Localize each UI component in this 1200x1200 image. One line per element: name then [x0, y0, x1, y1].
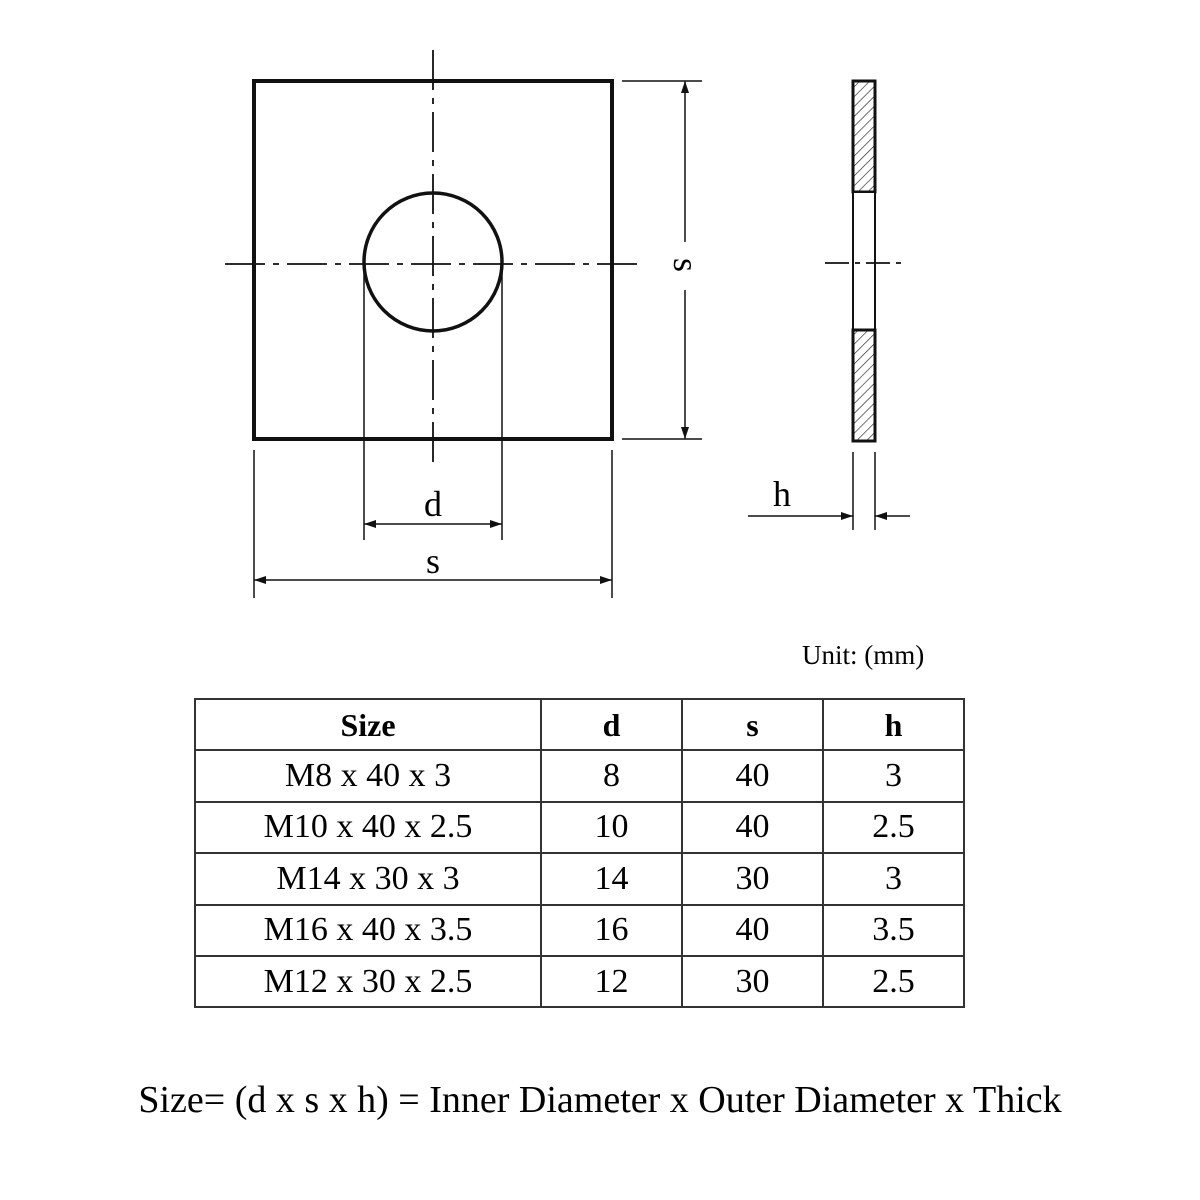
- unit-label: Unit: (mm): [802, 640, 925, 670]
- header-d: d: [540, 697, 683, 752]
- table-header-row: Size d s h: [194, 697, 965, 752]
- header-s: s: [681, 697, 824, 752]
- h-dimension: h: [748, 452, 910, 530]
- cell-d: 12: [540, 954, 683, 1009]
- cell-s: 40: [681, 800, 824, 855]
- cell-d: 16: [540, 903, 683, 957]
- s-bottom-dimension: s: [253, 450, 613, 598]
- cell-s: 30: [681, 954, 824, 1009]
- cell-s: 30: [681, 852, 824, 906]
- size-formula: Size= (d x s x h) = Inner Diameter x Out…: [138, 1079, 1062, 1121]
- s-right-dimension: s: [622, 80, 706, 440]
- d-label: d: [424, 484, 442, 524]
- header-h: h: [822, 697, 965, 752]
- cell-d: 8: [540, 749, 683, 803]
- front-view: [225, 50, 642, 468]
- s-bottom-label: s: [426, 541, 440, 581]
- table-row: M14 x 30 x 3 14 30 3: [194, 852, 965, 906]
- cell-h: 2.5: [822, 800, 965, 855]
- cell-size: M16 x 40 x 3.5: [194, 903, 542, 957]
- cell-s: 40: [681, 903, 824, 957]
- cell-h: 3: [822, 749, 965, 803]
- cell-size: M8 x 40 x 3: [194, 749, 542, 803]
- cell-h: 3.5: [822, 903, 965, 957]
- h-label: h: [773, 474, 791, 514]
- upper-section-hatch: [851, 79, 877, 194]
- cell-size: M12 x 30 x 2.5: [194, 954, 542, 1009]
- hole-gap: [852, 191, 876, 331]
- header-size: Size: [194, 697, 542, 752]
- side-view: [825, 79, 902, 443]
- cell-h: 2.5: [822, 954, 965, 1009]
- table-row: M12 x 30 x 2.5 12 30 2.5: [194, 954, 965, 1009]
- d-dimension: d: [363, 264, 503, 540]
- washer-technical-drawing: d s s h: [225, 50, 910, 598]
- cell-d: 10: [540, 800, 683, 855]
- lower-section-hatch: [851, 328, 877, 443]
- table-row: M8 x 40 x 3 8 40 3: [194, 749, 965, 803]
- s-right-label: s: [666, 258, 706, 272]
- table-row: M16 x 40 x 3.5 16 40 3.5: [194, 903, 965, 957]
- table-row: M10 x 40 x 2.5 10 40 2.5: [194, 800, 965, 855]
- cell-size: M10 x 40 x 2.5: [194, 800, 542, 855]
- size-specification-table: Size d s h M8 x 40 x 3 8 40 3 M10 x 40 x…: [194, 697, 965, 1009]
- cell-s: 40: [681, 749, 824, 803]
- cell-d: 14: [540, 852, 683, 906]
- cell-size: M14 x 30 x 3: [194, 852, 542, 906]
- cell-h: 3: [822, 852, 965, 906]
